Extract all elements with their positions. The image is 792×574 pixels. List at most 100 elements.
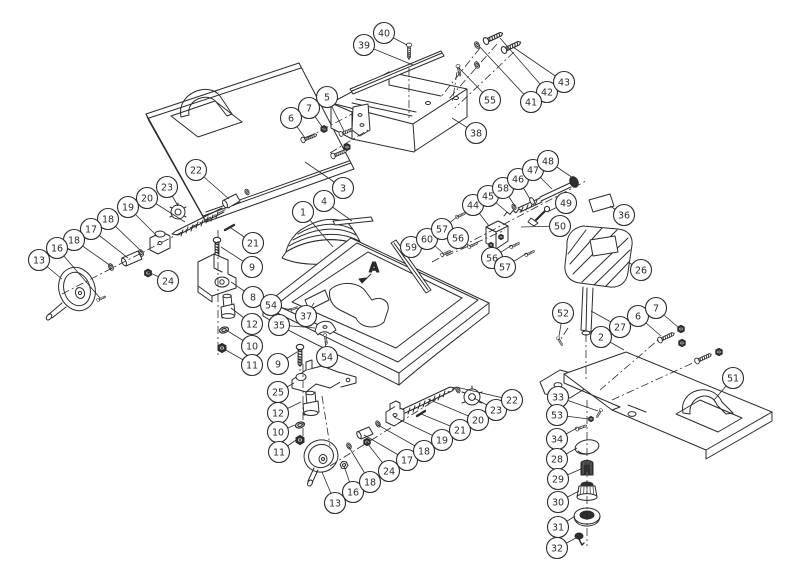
part-base-handle-51 [675,389,743,433]
svg-text:45: 45 [482,191,494,202]
part-screw-60 [439,248,452,258]
part-screw-52 [555,335,565,347]
balloon-24: 24 [156,269,180,293]
balloon-41: 41 [519,90,543,114]
svg-text:38: 38 [470,128,482,139]
svg-text:57: 57 [499,262,511,273]
balloon-54: 54 [315,345,339,369]
svg-text:1: 1 [300,207,306,218]
svg-text:24: 24 [162,276,174,287]
balloon-40: 40 [372,21,396,45]
part-washer-18c [345,441,353,451]
balloon-12: 12 [240,312,264,336]
part-screw-32 [574,532,585,546]
part-pin-21-lower [415,409,427,418]
svg-text:55: 55 [484,95,496,106]
balloon-55: 55 [478,88,502,112]
svg-text:29: 29 [552,474,564,485]
svg-text:37: 37 [300,311,312,322]
svg-text:28: 28 [551,454,563,465]
svg-text:8: 8 [250,292,256,303]
svg-text:23: 23 [161,182,173,193]
svg-text:51: 51 [727,373,739,384]
svg-text:10: 10 [272,427,284,438]
svg-text:59: 59 [405,242,417,253]
part-knob-23-upper [169,202,187,220]
balloon-56: 56 [446,226,470,250]
part-fence-26 [564,225,633,336]
part-screws-41-42-43 [473,29,523,70]
balloon-10: 10 [240,334,264,358]
balloon-6: 6 [279,106,303,130]
part-leadscrew-lower [402,386,462,415]
part-screw-57a [454,210,467,220]
balloon-29: 29 [546,467,570,491]
svg-text:42: 42 [541,87,553,98]
balloon-8: 8 [241,285,265,309]
balloon-53: 53 [545,403,569,427]
part-nut-11-upper [217,342,227,354]
part-lock-column [573,407,604,546]
svg-text:26: 26 [635,265,647,276]
svg-text:18: 18 [68,235,80,246]
part-bracket-8 [197,253,237,303]
part-nut-16-lower [338,459,350,471]
balloon-9: 9 [266,352,290,376]
svg-text:30: 30 [552,497,564,508]
balloon-3: 3 [331,176,355,200]
svg-text:58: 58 [497,183,509,194]
balloon-50: 50 [548,214,572,238]
svg-text:7: 7 [653,303,659,314]
part-spacer-17-upper [121,250,143,267]
part-handwheel-lower [303,439,339,487]
svg-text:17: 17 [401,455,413,466]
svg-text:22: 22 [506,395,518,406]
balloon-39: 39 [352,33,376,57]
svg-text:27: 27 [614,322,626,333]
svg-text:21: 21 [454,425,466,436]
balloon-30: 30 [546,490,570,514]
svg-text:16: 16 [347,487,359,498]
balloon-32: 32 [545,536,569,560]
svg-text:10: 10 [246,341,258,352]
svg-text:20: 20 [141,193,153,204]
balloon-18: 18 [412,439,436,463]
part-leadscrew-upper [171,188,251,237]
balloon-51: 51 [721,366,745,390]
part-spring-45 [503,208,523,217]
svg-text:35: 35 [273,320,285,331]
part-stud-12-lower [302,390,320,416]
balloon-10: 10 [266,420,290,444]
balloon-11: 11 [267,440,291,464]
svg-text:5: 5 [324,92,330,103]
axis-lines [61,43,696,546]
balloon-38: 38 [464,121,488,145]
balloon-16: 16 [341,480,365,504]
svg-text:32: 32 [551,543,563,554]
balloon-callouts: 4039424341553857634122232019181718161324… [27,21,745,560]
svg-text:60: 60 [421,234,433,245]
part-block-19-lower [385,400,405,427]
svg-text:31: 31 [552,522,564,533]
balloon-27: 27 [608,315,632,339]
svg-text:54: 54 [321,352,333,363]
section-letter: A [369,261,379,276]
part-table-handle [170,88,243,138]
balloon-18: 18 [358,470,382,494]
balloon-18: 18 [96,207,120,231]
part-washer-10-upper [218,325,230,335]
svg-text:57: 57 [436,224,448,235]
svg-text:13: 13 [33,255,45,266]
balloon-19: 19 [430,428,454,452]
balloon-9: 9 [240,255,264,279]
balloon-23: 23 [484,398,508,422]
svg-text:12: 12 [272,408,284,419]
svg-text:13: 13 [329,498,341,509]
part-lever-49 [527,205,551,227]
balloon-25: 25 [266,380,290,404]
svg-text:33: 33 [552,392,564,403]
svg-text:47: 47 [527,165,539,176]
part-pin-21-upper [223,223,236,232]
part-handwheel-upper [45,266,107,321]
svg-text:44: 44 [467,200,479,211]
